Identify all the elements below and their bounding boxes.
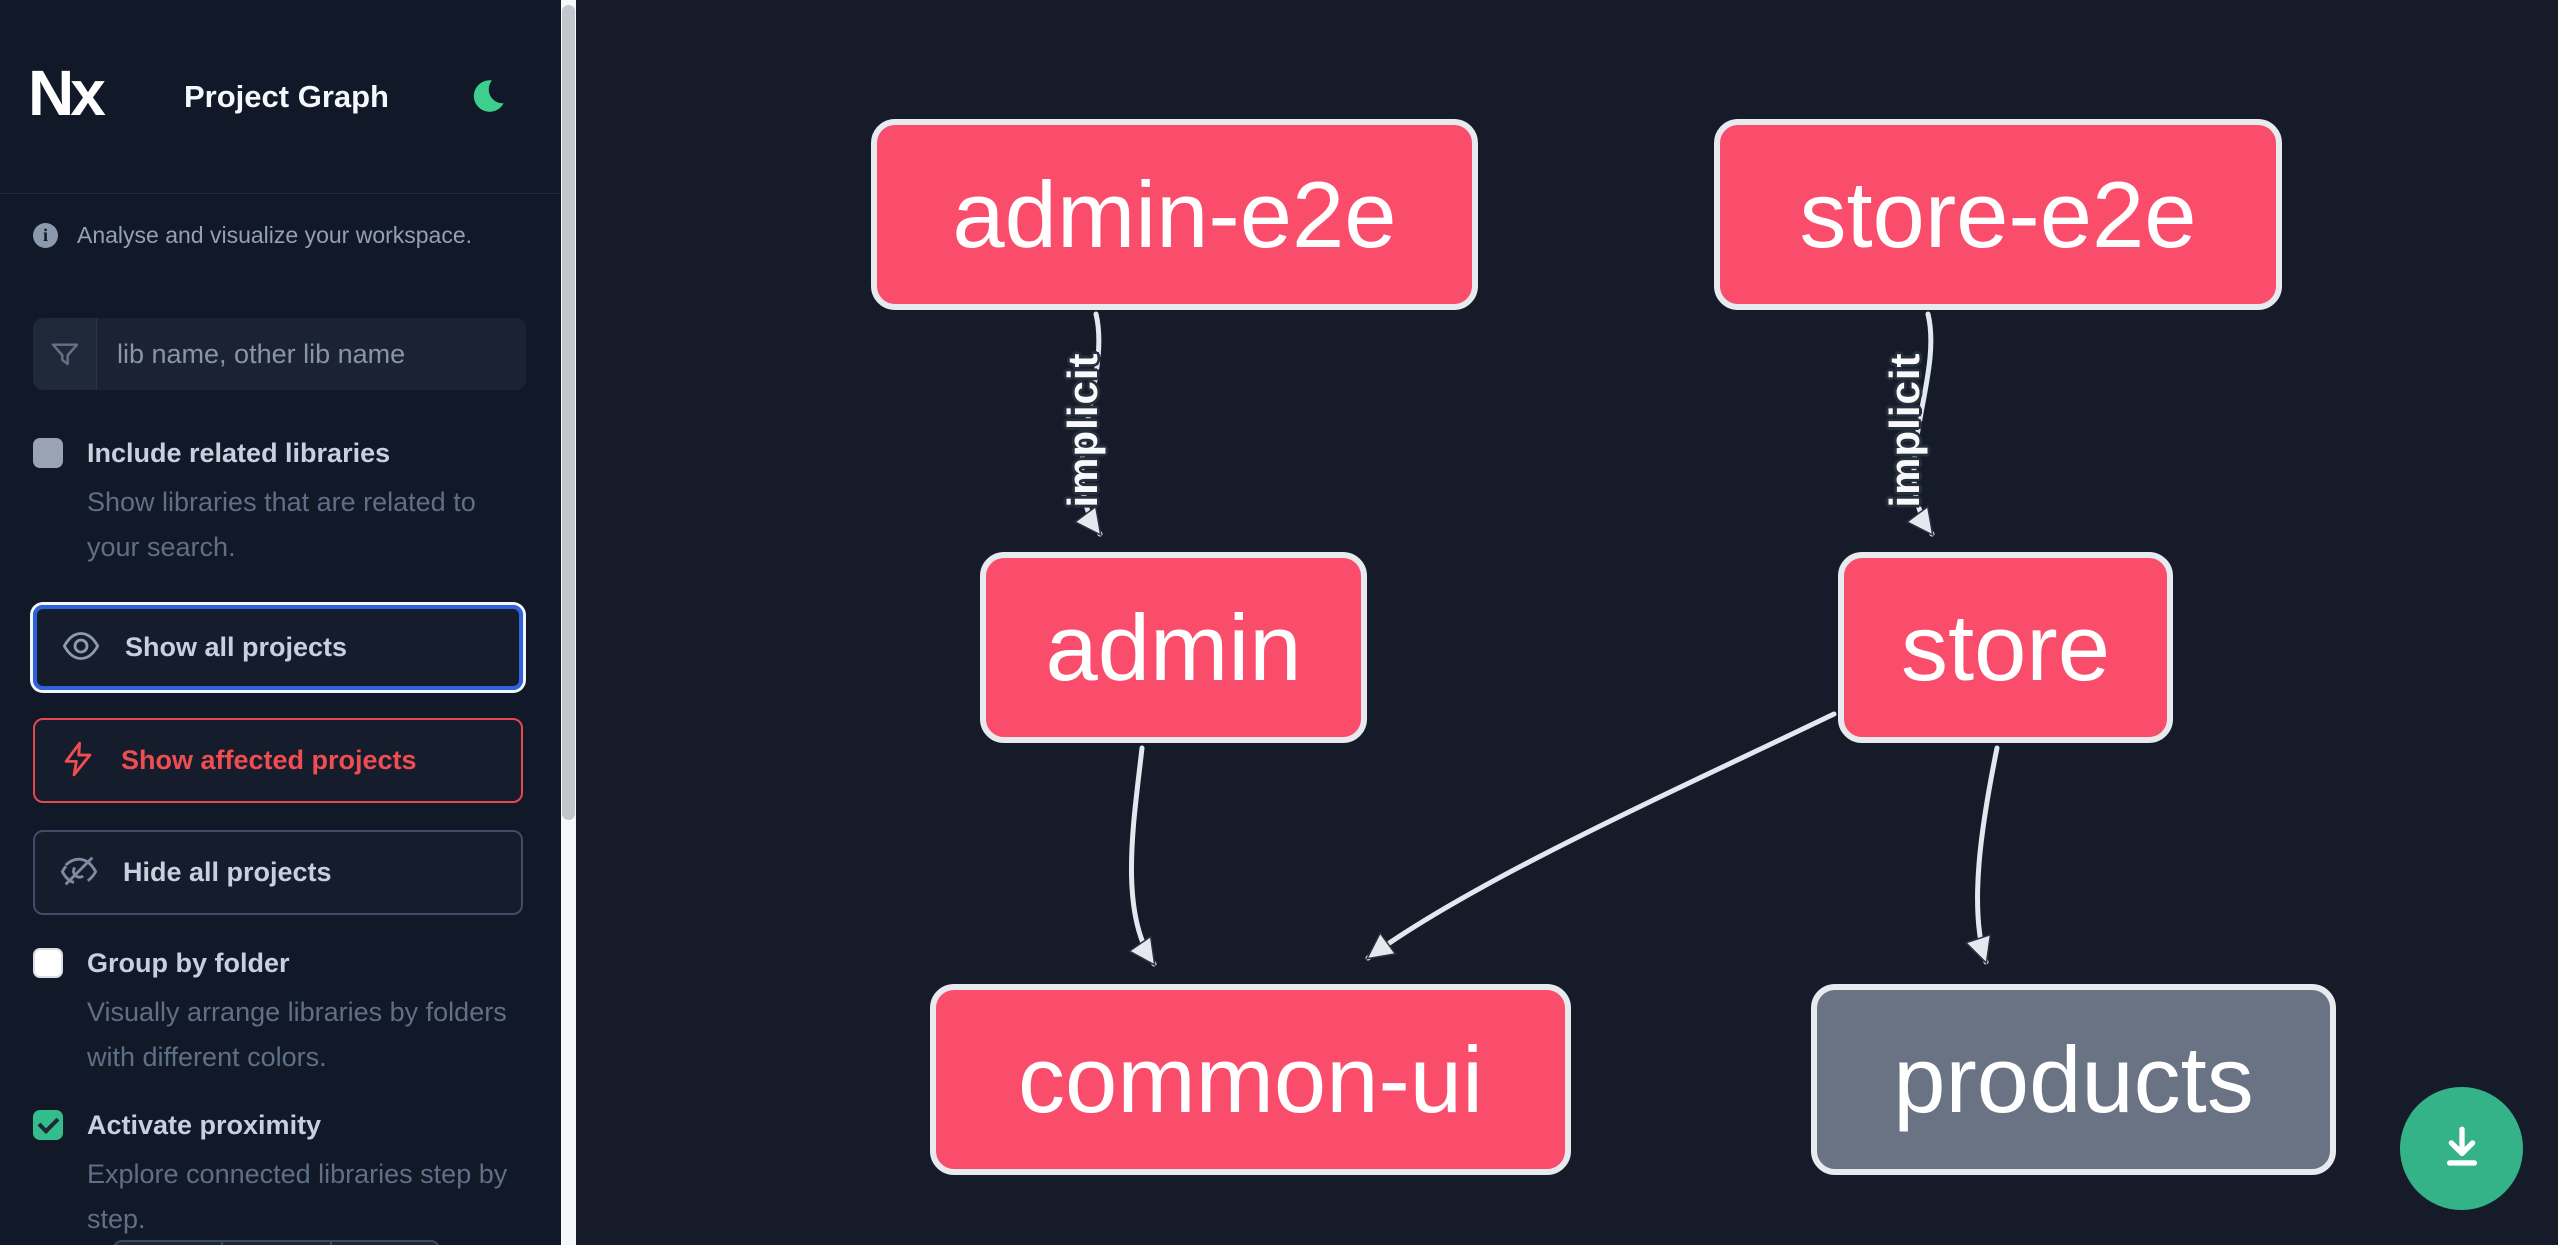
activate-proximity-checkbox[interactable] — [33, 1110, 63, 1140]
graph-node-store-e2e[interactable]: store-e2e — [1714, 119, 2282, 310]
download-icon — [2436, 1121, 2488, 1176]
eye-icon — [61, 626, 101, 669]
sidebar-header: Nx Project Graph — [0, 0, 561, 194]
edge-store-to-common-ui — [1365, 711, 1837, 961]
info-text: Analyse and visualize your workspace. — [77, 222, 473, 248]
button-label: Show affected projects — [121, 745, 417, 775]
edge-admin-e2e-to-admin — [1073, 311, 1103, 537]
edge-label-implicit: implicit — [1059, 352, 1106, 508]
sidebar-scrollbar[interactable] — [561, 0, 576, 1245]
node-label: products — [1893, 1026, 2254, 1132]
toggle-label: Group by folder — [87, 948, 290, 978]
toggle-description: Show libraries that are related to your … — [87, 487, 476, 562]
funnel-filter-icon — [33, 318, 97, 390]
edge-label-implicit: implicit — [1881, 352, 1928, 508]
edge-store-e2e-to-store — [1905, 311, 1935, 537]
group-by-folder-checkbox[interactable] — [33, 948, 63, 978]
node-label: store — [1901, 594, 2110, 700]
project-graph-canvas[interactable]: implicit implicit admin-e2e store-e2e ad… — [576, 0, 2558, 1245]
graph-node-products[interactable]: products — [1811, 984, 2336, 1175]
workspace-info: i Analyse and visualize your workspace. — [33, 222, 472, 249]
moon-icon — [467, 80, 507, 119]
node-label: store-e2e — [1799, 161, 2197, 267]
toggle-description: Visually arrange libraries by folders wi… — [87, 997, 507, 1072]
graph-node-admin-e2e[interactable]: admin-e2e — [871, 119, 1478, 310]
hide-all-projects-button[interactable]: Hide all projects — [33, 830, 523, 915]
download-image-button[interactable] — [2400, 1087, 2523, 1210]
sidebar: Nx Project Graph i Analyse and visualize… — [0, 0, 561, 1245]
toggle-activate-proximity: Activate proximity Explore connected lib… — [33, 1108, 527, 1242]
graph-node-store[interactable]: store — [1838, 552, 2173, 743]
bolt-icon — [59, 740, 97, 781]
graph-node-admin[interactable]: admin — [980, 552, 1367, 743]
toggle-label: Include related libraries — [87, 438, 391, 468]
node-label: common-ui — [1018, 1026, 1483, 1132]
graph-node-common-ui[interactable]: common-ui — [930, 984, 1571, 1175]
nx-logo-icon: Nx — [28, 57, 106, 129]
button-label: Hide all projects — [123, 857, 332, 887]
toggle-group-by-folder: Group by folder Visually arrange librari… — [33, 946, 527, 1080]
segment-button[interactable] — [115, 1242, 224, 1245]
edge-store-to-products — [1964, 745, 2000, 965]
eye-off-icon — [59, 851, 99, 894]
info-icon: i — [33, 223, 58, 248]
edge-admin-to-common-ui — [1127, 745, 1157, 967]
button-label: Show all projects — [125, 632, 348, 662]
toggle-include-related: Include related libraries Show libraries… — [33, 436, 527, 570]
scrollbar-thumb[interactable] — [562, 5, 575, 820]
theme-toggle-button[interactable] — [466, 76, 508, 118]
include-related-checkbox[interactable] — [33, 438, 63, 468]
node-label: admin — [1045, 594, 1302, 700]
toggle-label: Activate proximity — [87, 1110, 322, 1140]
dependency-edges — [1073, 311, 2000, 967]
segment-button[interactable] — [223, 1242, 332, 1245]
node-label: admin-e2e — [952, 161, 1397, 267]
filter-search-box — [33, 318, 526, 390]
show-affected-projects-button[interactable]: Show affected projects — [33, 718, 523, 803]
show-all-projects-button[interactable]: Show all projects — [33, 605, 523, 690]
proximity-depth-control[interactable] — [113, 1240, 440, 1245]
page-title: Project Graph — [184, 79, 389, 114]
search-input[interactable] — [97, 318, 526, 390]
toggle-description: Explore connected libraries step by step… — [87, 1159, 508, 1234]
